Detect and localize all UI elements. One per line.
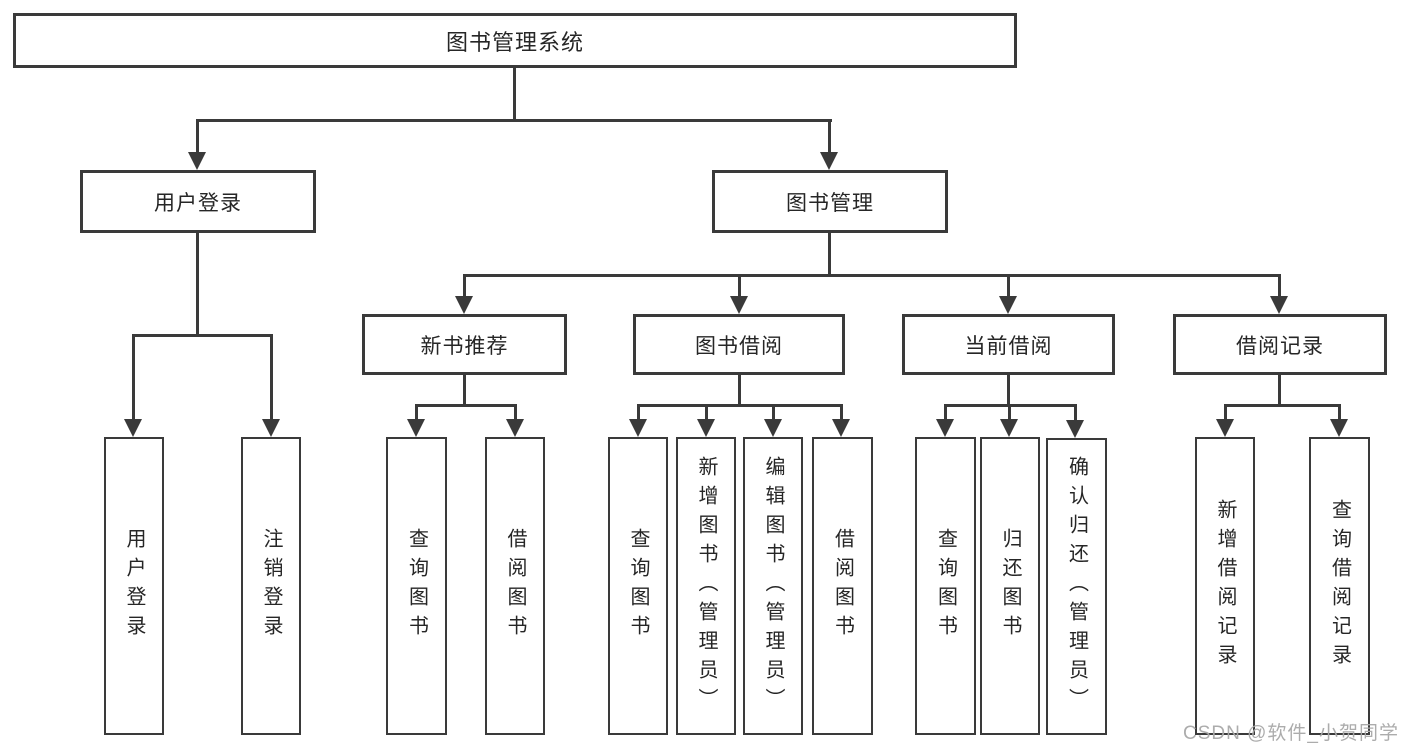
node-library-management-system: 图书管理系统 <box>13 13 1017 68</box>
connector-line <box>415 404 517 407</box>
node-label: 新增图书（管理员） <box>695 455 717 717</box>
leaf-user-login: 用户登录 <box>104 437 164 735</box>
arrow-down-icon <box>936 419 954 437</box>
node-label: 图书管理 <box>786 191 874 215</box>
node-current-borrowing: 当前借阅 <box>902 314 1115 375</box>
node-label: 确认归还（管理员） <box>1065 456 1088 717</box>
connector-line <box>132 334 273 337</box>
node-book-borrowing: 图书借阅 <box>633 314 845 375</box>
leaf-query-books-borrowing: 查询图书 <box>608 437 668 735</box>
node-new-book-recommend: 新书推荐 <box>362 314 567 375</box>
arrow-down-icon <box>697 419 715 437</box>
arrow-down-icon <box>407 419 425 437</box>
connector-line <box>513 68 516 121</box>
node-borrow-records: 借阅记录 <box>1173 314 1387 375</box>
node-label: 查询图书 <box>405 528 428 644</box>
connector-line <box>738 375 741 406</box>
leaf-query-borrow-record: 查询借阅记录 <box>1309 437 1370 735</box>
arrow-down-icon <box>730 296 748 314</box>
connector-line <box>1278 375 1281 406</box>
arrow-down-icon <box>262 419 280 437</box>
arrow-down-icon <box>1270 296 1288 314</box>
connector-line <box>828 119 831 155</box>
node-label: 用户登录 <box>123 528 145 644</box>
arrow-down-icon <box>455 296 473 314</box>
node-label: 借阅图书 <box>831 528 854 644</box>
leaf-logout-login: 注销登录 <box>241 437 301 735</box>
connector-line <box>828 233 831 277</box>
connector-line <box>463 274 1281 277</box>
connector-line <box>738 274 741 300</box>
node-label: 借阅记录 <box>1236 334 1324 358</box>
leaf-query-books-current: 查询图书 <box>915 437 976 735</box>
connector-line <box>1224 404 1227 422</box>
node-label: 编辑图书（管理员） <box>762 455 784 717</box>
leaf-add-borrow-record: 新增借阅记录 <box>1195 437 1255 735</box>
watermark: CSDN @软件_小贺同学 <box>1183 723 1399 744</box>
connector-line <box>196 119 199 155</box>
arrow-down-icon <box>506 419 524 437</box>
node-label: 查询图书 <box>627 528 649 644</box>
node-label: 归还图书 <box>999 528 1021 644</box>
arrow-down-icon <box>188 152 206 170</box>
node-user-login: 用户登录 <box>80 170 316 233</box>
connector-line <box>1007 375 1010 406</box>
arrow-down-icon <box>1066 420 1084 438</box>
node-label: 注销登录 <box>260 528 282 644</box>
connector-line <box>1224 404 1341 407</box>
connector-line <box>637 404 640 422</box>
arrow-down-icon <box>820 152 838 170</box>
arrow-down-icon <box>1000 419 1018 437</box>
node-label: 查询图书 <box>934 528 957 644</box>
connector-line <box>637 404 843 407</box>
leaf-confirm-return-admin: 确认归还（管理员） <box>1046 438 1107 735</box>
node-label: 新增借阅记录 <box>1214 499 1236 673</box>
node-label: 图书借阅 <box>695 334 783 358</box>
connector-line <box>463 375 466 406</box>
arrow-down-icon <box>1330 419 1348 437</box>
arrow-down-icon <box>832 419 850 437</box>
leaf-add-book-admin: 新增图书（管理员） <box>676 437 736 735</box>
arrow-down-icon <box>999 296 1017 314</box>
connector-line <box>196 119 832 122</box>
leaf-borrow-books-borrowing: 借阅图书 <box>812 437 873 735</box>
connector-line <box>514 404 517 422</box>
connector-line <box>415 404 418 422</box>
node-label: 当前借阅 <box>964 334 1053 358</box>
connector-line <box>270 334 273 422</box>
arrow-down-icon <box>1216 419 1234 437</box>
connector-line <box>705 404 708 422</box>
node-label: 用户登录 <box>154 191 242 215</box>
leaf-return-books: 归还图书 <box>980 437 1040 735</box>
leaf-borrow-books-recommend: 借阅图书 <box>485 437 545 735</box>
connector-line <box>1338 404 1341 422</box>
arrow-down-icon <box>629 419 647 437</box>
connector-line <box>1008 404 1011 422</box>
arrow-down-icon <box>124 419 142 437</box>
connector-line <box>1278 274 1281 300</box>
connector-line <box>196 233 199 337</box>
node-label: 借阅图书 <box>504 528 526 644</box>
connector-line <box>840 404 843 422</box>
connector-line <box>772 404 775 422</box>
connector-line <box>1074 404 1077 422</box>
connector-line <box>1007 274 1010 300</box>
arrow-down-icon <box>764 419 782 437</box>
node-book-management: 图书管理 <box>712 170 948 233</box>
leaf-query-books-recommend: 查询图书 <box>386 437 447 735</box>
connector-line <box>132 334 135 422</box>
connector-line <box>463 274 466 300</box>
node-label: 查询借阅记录 <box>1328 499 1351 673</box>
leaf-edit-book-admin: 编辑图书（管理员） <box>743 437 803 735</box>
node-label: 新书推荐 <box>420 334 509 358</box>
node-label: 图书管理系统 <box>445 29 584 55</box>
connector-line <box>944 404 947 422</box>
